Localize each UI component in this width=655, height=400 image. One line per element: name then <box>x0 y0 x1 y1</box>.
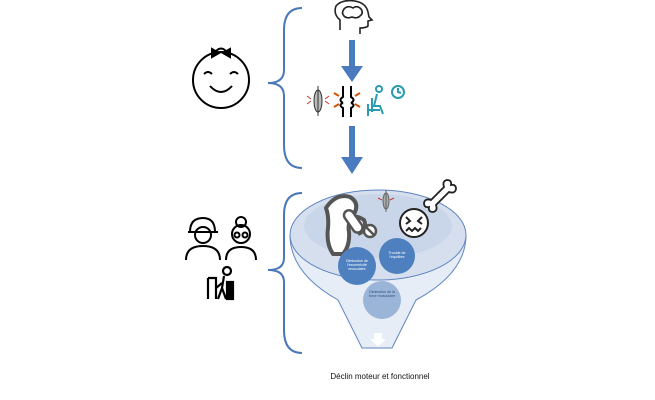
top-brace <box>267 7 303 169</box>
flow-arrow-2 <box>341 126 363 174</box>
elderly-woman-icon <box>225 216 257 261</box>
bubble-muscle <box>338 247 376 285</box>
funnel <box>289 189 467 349</box>
nauseous-face-icon <box>399 208 429 238</box>
bubble-gait-label: Trouble de l'équilibre <box>388 251 406 260</box>
diagram-caption: Déclin moteur et fonctionnel <box>330 372 430 381</box>
muscle-small-icon <box>377 190 395 212</box>
bottom-brace <box>267 192 303 354</box>
man-cap-icon <box>185 216 221 261</box>
bubble-muscle-label: Diminution de l'excentricité musculaire <box>346 259 368 272</box>
muscle-icon <box>306 86 330 116</box>
funnel-down-arrow <box>370 333 386 347</box>
seated-person-clock-icon <box>367 85 405 116</box>
person-walker-icon <box>206 265 235 301</box>
bubble-gait <box>379 238 415 274</box>
pills-icon <box>342 209 378 239</box>
joint-icon <box>333 86 361 117</box>
bubble-strength-label: Diminution de la force musculaire <box>368 290 396 299</box>
flow-arrow-1 <box>341 40 363 82</box>
baby-face-icon <box>192 47 250 109</box>
bubble-strength <box>363 281 401 319</box>
brain-head-icon <box>334 0 374 34</box>
bone-icon <box>423 179 457 213</box>
